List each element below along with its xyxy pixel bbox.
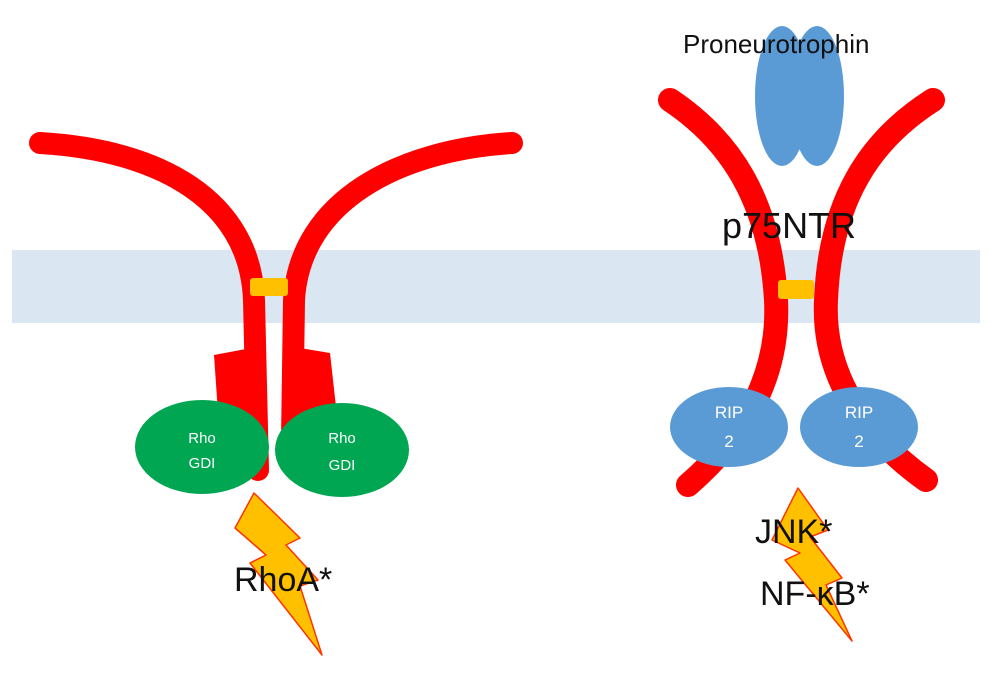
p75ntr-label: p75NTR: [722, 205, 856, 246]
rho-gdi-1-line-1: Rho: [188, 430, 216, 447]
rhoa-activated-label: RhoA*: [234, 561, 332, 599]
left-dimer-linker: [250, 278, 288, 296]
rip2-2-line-1: RIP: [845, 403, 873, 422]
rip2-2-line-2: 2: [854, 432, 863, 451]
rip2-adaptor-2: RIP 2: [800, 387, 918, 467]
rho-gdi-1-line-2: GDI: [189, 455, 216, 472]
right-dimer-linker: [778, 280, 814, 299]
rip2-1-line-1: RIP: [715, 403, 743, 422]
left-receptor-arm-2: [281, 132, 523, 451]
right-lightning-bolt-icon: [771, 487, 853, 642]
left-lightning-bolt-icon: [234, 492, 323, 656]
proneurotrophin-ligand: [755, 26, 844, 166]
rho-gdi-adaptor-1: Rho GDI: [135, 400, 269, 494]
proneurotrophin-label: Proneurotrophin: [683, 29, 869, 59]
nfkb-activated-label: NF-κB*: [760, 575, 870, 613]
left-receptor-arm-1: [29, 132, 269, 481]
rho-gdi-2-line-1: Rho: [328, 430, 356, 447]
rho-gdi-2-line-2: GDI: [329, 457, 356, 474]
rip2-adaptor-1: RIP 2: [670, 387, 788, 467]
rho-gdi-adaptor-2: Rho GDI: [275, 403, 409, 497]
jnk-activated-label: JNK*: [755, 513, 832, 551]
rip2-1-line-2: 2: [724, 432, 733, 451]
